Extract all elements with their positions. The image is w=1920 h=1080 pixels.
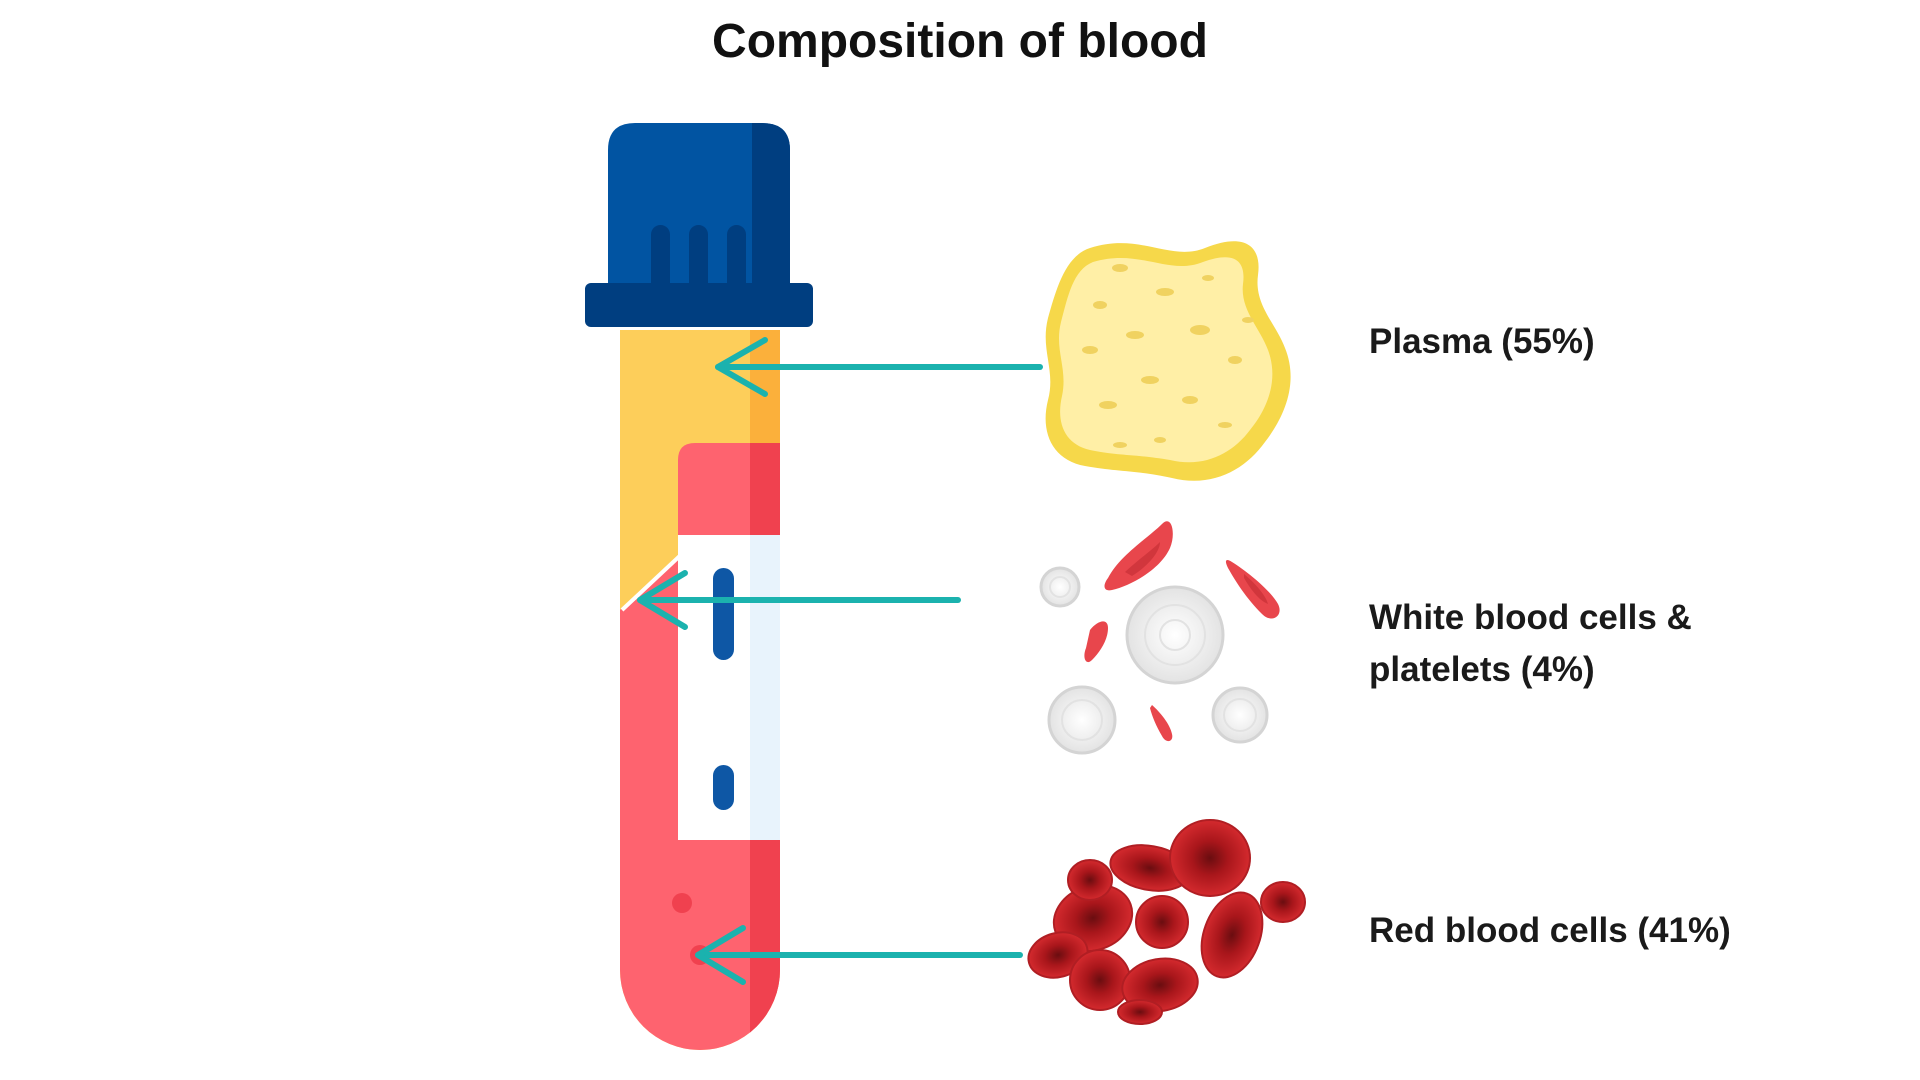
arrow-left-icon <box>695 925 1023 985</box>
arrow-left-icon <box>637 570 961 630</box>
white-cells-platelets-icon <box>1039 521 1280 755</box>
rbc-label: Red blood cells (41%) <box>1369 911 1731 950</box>
page-title: Composition of blood <box>712 15 1208 68</box>
red-blood-cells-icon <box>1027 819 1306 1025</box>
wbc-platelets-label-line-2: platelets (4%) <box>1369 650 1595 689</box>
arrow-left-icon <box>715 337 1043 397</box>
plasma-blob-icon <box>1045 241 1291 481</box>
wbc-platelets-label-line-1: White blood cells & <box>1369 598 1692 637</box>
test-tube-icon <box>585 123 813 1050</box>
plasma-label: Plasma (55%) <box>1369 322 1595 361</box>
